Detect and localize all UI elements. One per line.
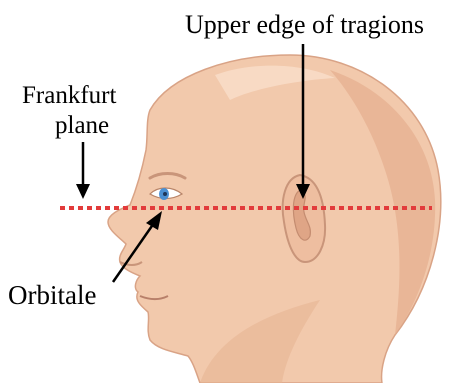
upper-edge-of-tragions-label: Upper edge of tragions [185, 12, 424, 38]
orbitale-label: Orbitale [8, 282, 96, 309]
pupil [163, 192, 167, 196]
frankfurt-plane-label-line2: plane [55, 113, 109, 138]
frankfurt-plane-label-line1: Frankfurt [22, 83, 116, 108]
frankfurt-plane-arrow [76, 142, 90, 199]
